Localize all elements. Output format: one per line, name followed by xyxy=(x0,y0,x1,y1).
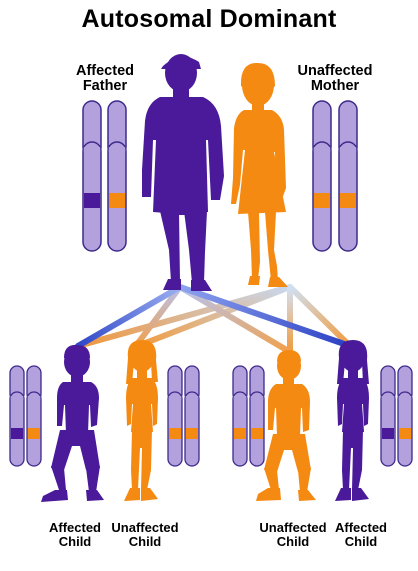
gene-band xyxy=(234,428,246,439)
child3-label: Unaffected Child xyxy=(259,520,327,549)
unaffected-mother-label: Unaffected Mother xyxy=(297,63,373,95)
child4-chromosome xyxy=(397,365,413,467)
girl-silhouette-icon xyxy=(124,340,158,501)
gene-band xyxy=(169,428,181,439)
child2-chromosome xyxy=(167,365,183,467)
father-to-child1-line xyxy=(75,284,183,349)
girl-silhouette-icon xyxy=(335,340,369,501)
father-chromosome xyxy=(107,100,127,252)
mother-chromosome xyxy=(338,100,358,252)
father-to-child2-line xyxy=(132,284,183,350)
gene-band xyxy=(28,428,40,439)
man-silhouette-icon xyxy=(142,54,224,291)
father-to-child3-line xyxy=(177,284,293,355)
child1-chromosome xyxy=(26,365,42,467)
gene-band xyxy=(251,428,263,439)
chromosome-pairs xyxy=(9,100,413,467)
woman-silhouette-icon xyxy=(231,62,288,287)
child2-label: Unaffected Child xyxy=(111,520,179,549)
child1-chromosome-pair xyxy=(9,365,42,467)
mother-to-child1-line xyxy=(75,284,293,349)
gene-band xyxy=(340,193,356,208)
boy-silhouette-icon xyxy=(41,344,104,502)
child2-chromosome-pair xyxy=(167,365,200,467)
boy-silhouette-icon xyxy=(256,350,316,501)
child4-chromosome-pair xyxy=(380,365,413,467)
child4-chromosome xyxy=(380,365,396,467)
gene-band xyxy=(399,428,411,439)
inheritance-lines xyxy=(75,284,353,355)
gene-band xyxy=(314,193,330,208)
child1-label: Affected Child xyxy=(48,520,101,549)
father-to-child4-line xyxy=(177,284,353,349)
gene-band xyxy=(84,193,100,208)
mother-chromosome xyxy=(312,100,332,252)
mother-to-child2-line xyxy=(132,284,293,350)
child3-chromosome xyxy=(249,365,265,467)
child4-label: Affected Child xyxy=(334,520,387,549)
affected-father-label: Affected Father xyxy=(75,63,134,95)
child3-chromosome xyxy=(232,365,248,467)
father-chromosome xyxy=(82,100,102,252)
mother-chromosome-pair xyxy=(312,100,358,252)
gene-band xyxy=(186,428,198,439)
gene-band xyxy=(382,428,394,439)
father-chromosome-pair xyxy=(82,100,127,252)
child1-chromosome xyxy=(9,365,25,467)
child3-chromosome-pair xyxy=(232,365,265,467)
mother-to-child4-line xyxy=(287,284,353,349)
child2-chromosome xyxy=(184,365,200,467)
gene-band xyxy=(109,193,125,208)
gene-band xyxy=(11,428,23,439)
page-title: Autosomal Dominant xyxy=(81,5,337,33)
